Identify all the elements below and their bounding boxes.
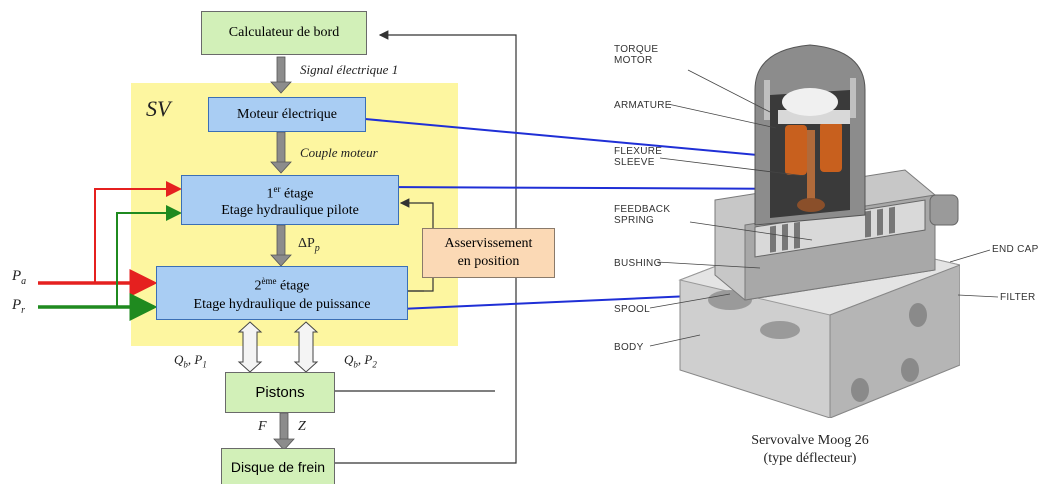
signal-label: Signal électrique 1 — [300, 62, 399, 77]
etage2-line1: 2ème étage — [254, 272, 309, 296]
q2-label: Qb, P2 — [344, 352, 377, 370]
pr-sub: r — [21, 305, 26, 316]
callout-filter: FILTER — [1000, 292, 1036, 303]
disque-box: Disque de frein — [221, 448, 335, 484]
callout-armature: ARMATURE — [614, 100, 672, 111]
calculateur-box: Calculateur de bord — [201, 11, 367, 55]
delta-p-text: ΔP — [298, 236, 315, 251]
torque-motor-line1: TORQUE — [614, 44, 659, 55]
z-label: Z — [298, 419, 306, 434]
feedback-line2: SPRING — [614, 215, 655, 226]
signal-arrow — [270, 56, 292, 94]
delta-p-label: ΔPp — [298, 236, 320, 254]
pa-text: P — [12, 268, 22, 284]
callout-end-cap: END CAP — [992, 244, 1039, 255]
callout-flexure-sleeve: FLEXURE SLEEVE — [614, 146, 662, 168]
etage2-rest: étage — [276, 278, 310, 294]
flexure-line2: SLEEVE — [614, 157, 655, 168]
torque-motor-line2: MOTOR — [614, 55, 653, 66]
f-label: F — [258, 419, 267, 434]
pr-label: Pr — [12, 297, 25, 316]
q2-sub: b — [353, 359, 358, 370]
q1-sub: b — [183, 359, 188, 370]
delta-p-arrow — [270, 224, 292, 267]
asserv-line2: en position — [457, 254, 520, 269]
callout-body: BODY — [614, 342, 644, 353]
etage1-box: 1er étage Etage hydraulique pilote — [181, 175, 399, 225]
flexure-line1: FLEXURE — [614, 146, 663, 157]
calculateur-label: Calculateur de bord — [228, 25, 340, 40]
etage1-sup: er — [273, 183, 281, 194]
sv-label: SV — [146, 96, 171, 121]
delta-p-sub: p — [314, 242, 320, 254]
etage1-line2: Etage hydraulique pilote — [221, 203, 359, 219]
etage1-line1: 1er étage — [266, 181, 313, 203]
moteur-label: Moteur électrique — [237, 106, 337, 122]
q1-psub: 1 — [202, 359, 207, 370]
callout-feedback-spring: FEEDBACK SPRING — [614, 204, 670, 226]
moteur-box: Moteur électrique — [208, 97, 366, 132]
etage2-line2: Etage hydraulique de puissance — [193, 296, 371, 312]
pa-sub: a — [21, 276, 27, 287]
q1-p: , P — [187, 352, 203, 367]
asserv-line1: Asservissement — [444, 236, 533, 251]
disque-label: Disque de frein — [230, 458, 326, 475]
asservissement-box: Asservissement en position — [422, 228, 555, 278]
caption-line1: Servovalve Moog 26 — [751, 433, 869, 448]
pistons-label: Pistons — [255, 384, 305, 401]
q2-psub: 2 — [372, 359, 377, 370]
pr-text: P — [12, 297, 22, 313]
etage2-box: 2ème étage Etage hydraulique de puissanc… — [156, 266, 408, 320]
pr-return-line — [38, 205, 182, 321]
photo-caption: Servovalve Moog 26 (type déflecteur) — [700, 432, 920, 468]
etage1-ordinal: 1 — [266, 186, 274, 202]
couple-label: Couple moteur — [300, 145, 378, 160]
feedback-line1: FEEDBACK — [614, 204, 671, 215]
servovalve-illustration — [678, 44, 960, 418]
pistons-box: Pistons — [225, 372, 335, 413]
q2-text: Q — [344, 352, 354, 367]
q1-text: Q — [174, 352, 184, 367]
pa-supply-line — [38, 181, 182, 297]
caption-line2: (type déflecteur) — [763, 451, 857, 466]
etage2-ordinal: 2 — [254, 278, 262, 294]
etage1-rest: étage — [280, 186, 314, 202]
couple-arrow — [270, 131, 292, 174]
etage2-sup: ème — [261, 276, 277, 287]
callout-bushing: BUSHING — [614, 258, 662, 269]
callout-torque-motor: TORQUE MOTOR — [614, 44, 658, 66]
q1-label: Qb, P1 — [174, 352, 207, 370]
f-z-arrow — [273, 412, 295, 451]
pa-label: Pa — [12, 268, 26, 287]
callout-spool: SPOOL — [614, 304, 650, 315]
q2-p: , P — [357, 352, 373, 367]
